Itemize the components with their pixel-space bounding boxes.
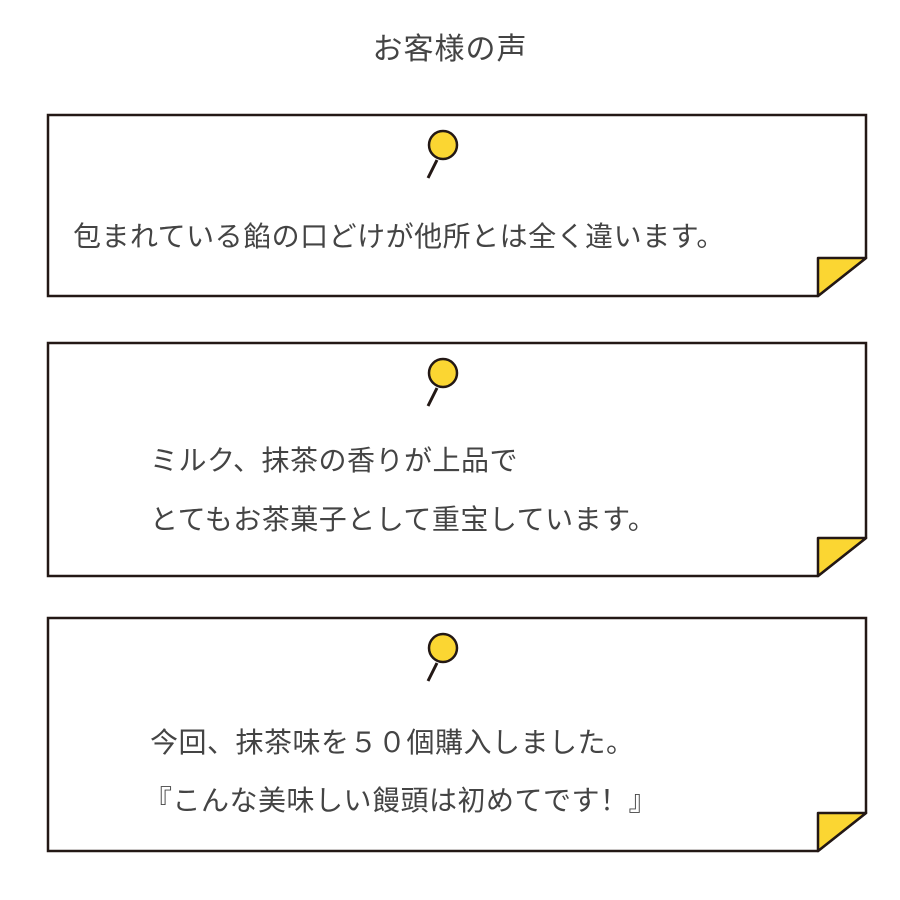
testimonial-text: 包まれている餡の口どけが他所とは全く違います。 [73, 220, 725, 253]
card-frame [46, 616, 868, 853]
page-title: お客様の声 [372, 32, 528, 67]
testimonial-card-3: 今回、抹茶味を５０個購入しました。 『こんな美味しい饅頭は初めてです！』 [46, 616, 870, 854]
testimonial-text: 今回、抹茶味を５０個購入しました。 [150, 726, 635, 759]
card-frame [46, 341, 868, 578]
folded-corner-icon [816, 256, 868, 298]
card-frame [46, 113, 868, 298]
pin-icon [426, 632, 459, 682]
folded-corner-icon [816, 536, 868, 578]
folded-corner-icon [816, 811, 868, 853]
testimonial-text: とてもお茶菓子として重宝しています。 [150, 503, 657, 536]
pin-icon [426, 129, 459, 179]
testimonial-card-1: 包まれている餡の口どけが他所とは全く違います。 [46, 113, 870, 299]
testimonial-card-2: ミルク、抹茶の香りが上品で とてもお茶菓子として重宝しています。 [46, 341, 870, 579]
testimonial-text: 『こんな美味しい饅頭は初めてです！』 [144, 784, 658, 817]
pin-icon [426, 357, 459, 407]
testimonial-text: ミルク、抹茶の香りが上品で [150, 444, 518, 477]
